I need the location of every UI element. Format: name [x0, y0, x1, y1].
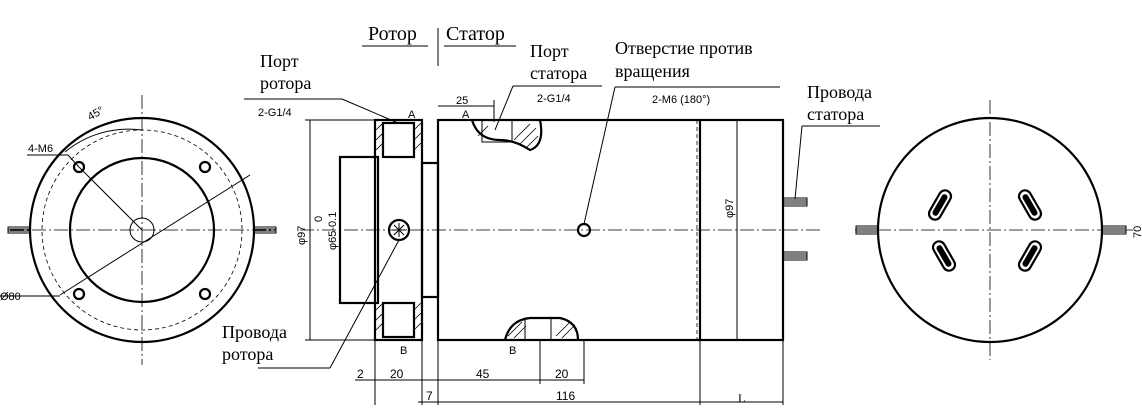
- wire-length-dim: L: [738, 391, 745, 405]
- stator-wires-label-1: Провода: [807, 82, 872, 102]
- bore-tol-dim: 0: [313, 216, 325, 222]
- dimensions: φ97 φ65-0.1 0 φ97 25 2 20 45 20 7 116 L: [296, 95, 784, 405]
- anti-rotation-thread-label: 2-M6 (180°): [652, 94, 710, 106]
- anti-rotation-label-1: Отверстие против: [615, 38, 753, 58]
- stator-port-hatching: [477, 123, 576, 339]
- rotor-port-b: [381, 301, 416, 339]
- stator-dia-dim: φ97: [724, 199, 736, 218]
- front-angle-label: 45°: [86, 104, 106, 123]
- rotor-width-dim: 20: [390, 367, 404, 381]
- anti-rotation-label-2: вращения: [615, 61, 690, 81]
- stator-wires-label-2: статора: [807, 104, 864, 124]
- front-bolts-label: 4-M6: [28, 143, 53, 155]
- stator-port-b-letter: B: [509, 345, 516, 357]
- front-wire-stubs: [7, 226, 277, 234]
- front-center-hole: [129, 217, 155, 243]
- gap-dim: 2: [357, 367, 364, 381]
- rear-slots: [927, 189, 1043, 272]
- stator-port-b: [503, 316, 580, 341]
- bore-dia-dim: φ65-0.1: [327, 212, 339, 250]
- body-length-dim: 116: [556, 389, 575, 403]
- step-dim: 7: [426, 389, 433, 403]
- rotor-port-b-letter: B: [400, 345, 407, 357]
- rotor-port-a: [381, 121, 416, 159]
- port-b-width-dim: 20: [555, 367, 569, 381]
- stator-port-label-2: статора: [530, 63, 587, 83]
- rotor-port-hatching: [375, 122, 422, 331]
- front-pcd-label: Ø80: [0, 291, 21, 303]
- rear-wire-stubs: [855, 225, 1127, 235]
- rotor-wires-label-1: Провода: [222, 322, 287, 342]
- stator-thread-label: 2-G1/4: [537, 93, 571, 105]
- rotor-port-label-2: ротора: [260, 73, 311, 93]
- side-view: A A B B: [300, 109, 820, 357]
- rotor-thread-label: 2-G1/4: [258, 107, 292, 119]
- front-view: 4-M6 45° Ø80: [0, 95, 277, 365]
- rear-view: 70: [855, 100, 1142, 360]
- stator-port-label-1: Порт: [530, 41, 569, 61]
- end-height-dim: 70: [1132, 226, 1142, 238]
- view-headers: Ротор Статор: [362, 23, 516, 66]
- rotor-wires-label-2: ротора: [222, 344, 273, 364]
- rotor-title: Ротор: [368, 23, 417, 45]
- front-bore-circle: [68, 156, 216, 304]
- port-b-offset-dim: 45: [476, 367, 490, 381]
- port-offset-dim: 25: [456, 95, 468, 107]
- outer-dia-dim: φ97: [296, 226, 308, 245]
- stator-wires: [782, 197, 808, 261]
- callouts: Порт ротора 2-G1/4 Порт статора 2-G1/4 О…: [222, 38, 880, 369]
- stator-title: Статор: [446, 23, 505, 45]
- front-bolt-holes: [72, 160, 212, 301]
- stator-body: [436, 118, 785, 342]
- angle-arc: [64, 128, 143, 153]
- stator-port-a-letter: A: [462, 109, 470, 121]
- rotor-port-label-1: Порт: [260, 51, 299, 71]
- rotor-port-a-letter: A: [408, 109, 416, 121]
